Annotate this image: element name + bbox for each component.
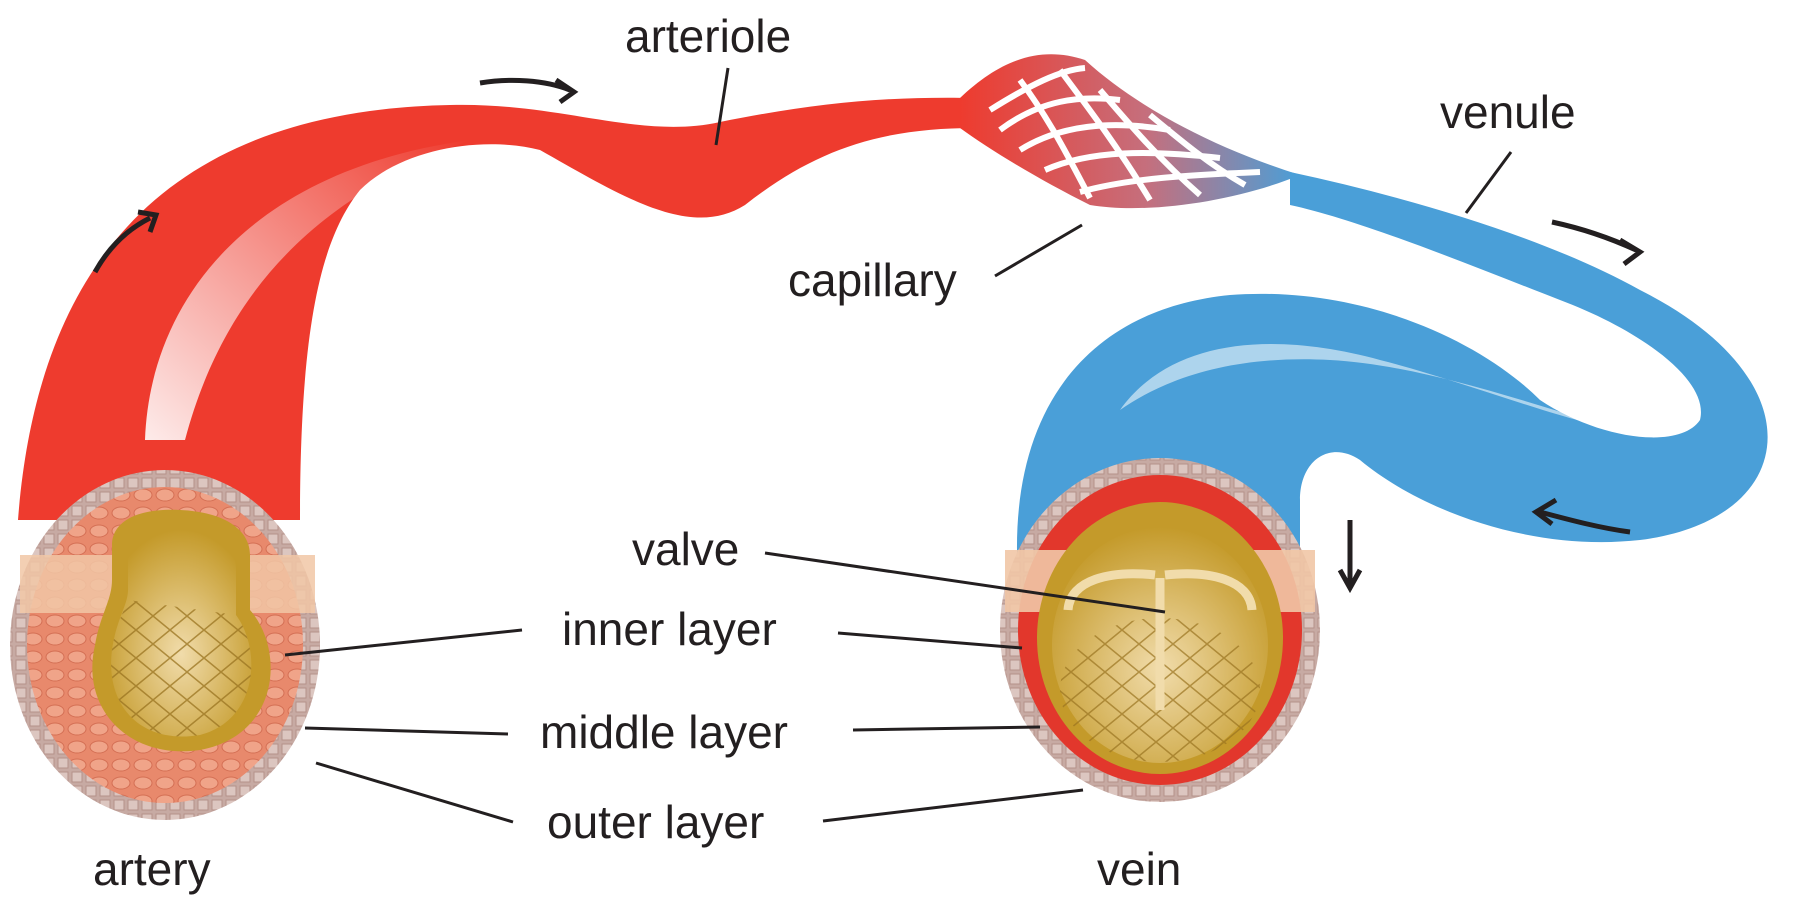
capillary-bed xyxy=(960,54,1300,208)
label-vein: vein xyxy=(1097,843,1181,895)
label-valve: valve xyxy=(632,523,739,575)
artery-cross-section xyxy=(10,470,320,820)
artery-arteriole-tube xyxy=(18,98,975,520)
label-arteriole: arteriole xyxy=(625,10,791,62)
flow-arrow-icon xyxy=(480,80,574,102)
label-outer-layer: outer layer xyxy=(547,796,764,848)
vein-cross-section xyxy=(1000,458,1320,802)
label-artery: artery xyxy=(93,843,211,895)
label-capillary: capillary xyxy=(788,254,957,306)
flow-arrow-icon xyxy=(1340,520,1360,588)
label-inner-layer: inner layer xyxy=(562,603,777,655)
label-middle-layer: middle layer xyxy=(540,706,788,758)
label-venule: venule xyxy=(1440,86,1576,138)
